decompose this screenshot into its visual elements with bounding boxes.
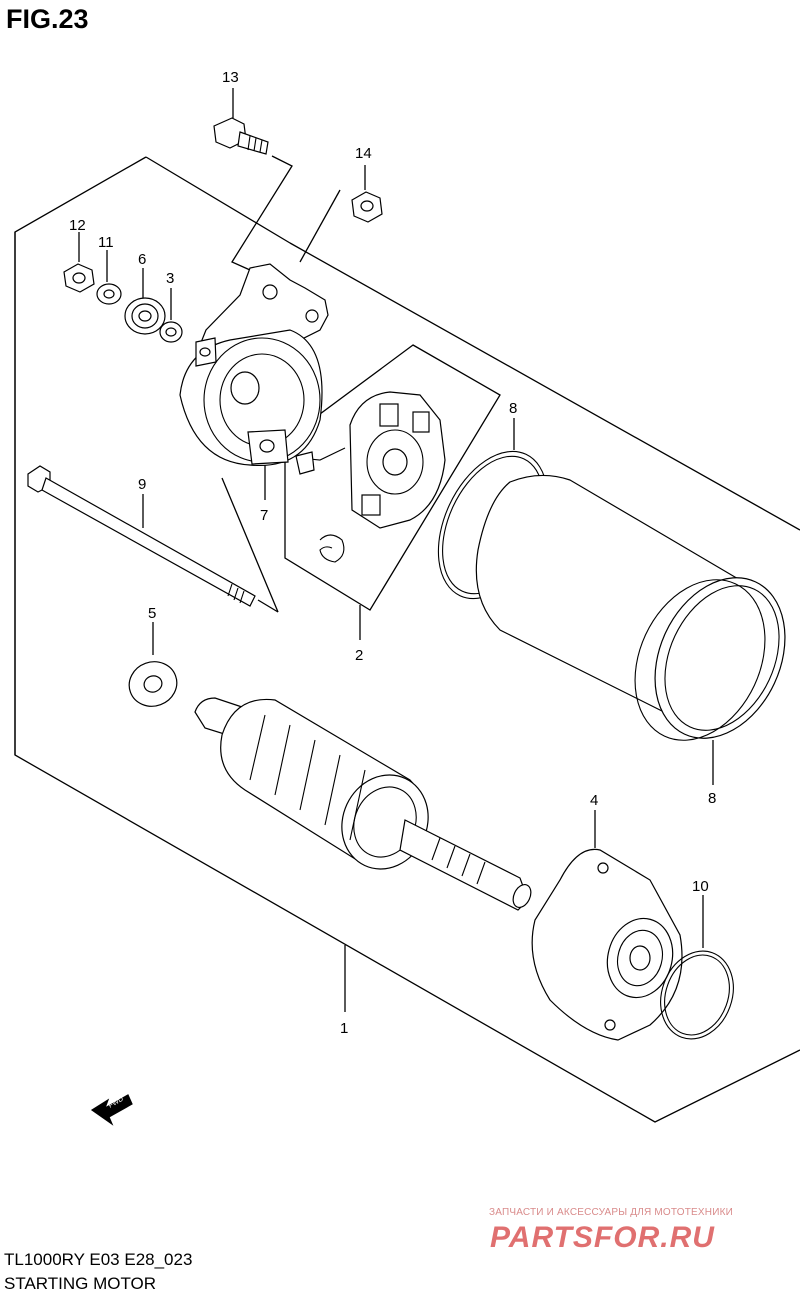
callout-1: 1 [340, 1020, 348, 1037]
part-6-bearing [124, 297, 166, 335]
callout-7: 7 [260, 507, 268, 524]
watermark-logo-text: PARTSFOR.RU [490, 1221, 715, 1253]
watermark-logo: PARTSFOR.RU [490, 1221, 715, 1253]
part-5-washer [128, 661, 178, 707]
callout-14: 14 [355, 145, 372, 162]
part-13-bolt [213, 117, 269, 155]
callout-9: 9 [138, 476, 146, 493]
model-code: TL1000RY E03 E28_023 [4, 1250, 193, 1269]
callout-13: 13 [222, 69, 239, 86]
rear-end-housing [179, 263, 329, 467]
part-11-washer [96, 283, 122, 305]
callout-8-upper: 8 [509, 400, 517, 417]
part-4-front-housing [531, 848, 683, 1041]
part-9-through-bolt [27, 465, 256, 607]
callout-8-lower: 8 [708, 790, 716, 807]
diagram-name: STARTING MOTOR [4, 1274, 157, 1293]
part-10-oring [660, 950, 734, 1040]
callout-12: 12 [69, 217, 86, 234]
part-2-brush-holder [295, 391, 446, 563]
part-3-oring [159, 321, 183, 343]
watermark-tagline: ЗАПЧАСТИ И АКСЕССУАРЫ ДЛЯ МОТОТЕХНИКИ [489, 1207, 734, 1218]
figure-title: FIG.23 [6, 4, 89, 34]
part-14-nut [351, 191, 383, 223]
callout-2: 2 [355, 647, 363, 664]
part-1-armature [194, 697, 532, 911]
callout-5: 5 [148, 605, 156, 622]
leader-lines [78, 88, 714, 1012]
callout-11: 11 [98, 234, 114, 251]
callout-10: 10 [692, 878, 709, 895]
part-12-nut [63, 263, 95, 293]
motor-yoke [475, 474, 786, 741]
callout-4: 4 [590, 792, 598, 809]
callout-6: 6 [138, 251, 146, 268]
fwd-arrow-icon: FWD [90, 1094, 133, 1126]
callout-3: 3 [166, 270, 174, 287]
